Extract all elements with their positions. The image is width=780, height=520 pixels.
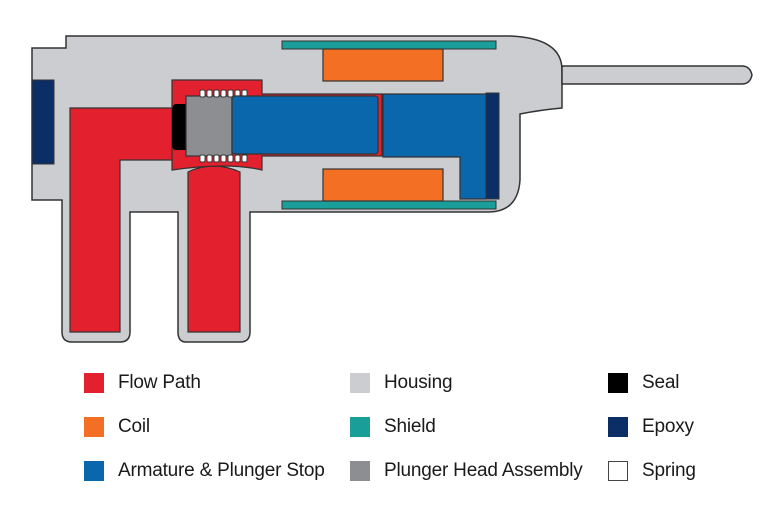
coil-bottom (322, 168, 444, 202)
spring-coil (206, 154, 213, 163)
spring-coil (206, 89, 213, 98)
spring-coil (227, 154, 234, 163)
spring-coil (213, 154, 220, 163)
spring-bottom (199, 154, 248, 163)
epoxy-left (31, 79, 55, 165)
seal (172, 104, 186, 150)
spring-coil (199, 89, 206, 98)
shield-top (281, 40, 497, 50)
plunger-rod (561, 65, 753, 85)
spring-coil (213, 89, 220, 98)
coil-top (322, 48, 444, 82)
flow-path-right (187, 165, 241, 333)
spring (199, 89, 248, 98)
epoxy-right (485, 92, 500, 200)
spring-coil (220, 154, 227, 163)
plunger-head-assembly (185, 95, 233, 157)
armature (231, 95, 379, 155)
spring-coil (227, 89, 234, 98)
shield-bottom (281, 200, 497, 210)
spring-coil (241, 154, 248, 163)
spring-coil (220, 89, 227, 98)
spring-coil (234, 154, 241, 163)
spring-coil (199, 154, 206, 163)
plunger-stop (382, 93, 487, 200)
